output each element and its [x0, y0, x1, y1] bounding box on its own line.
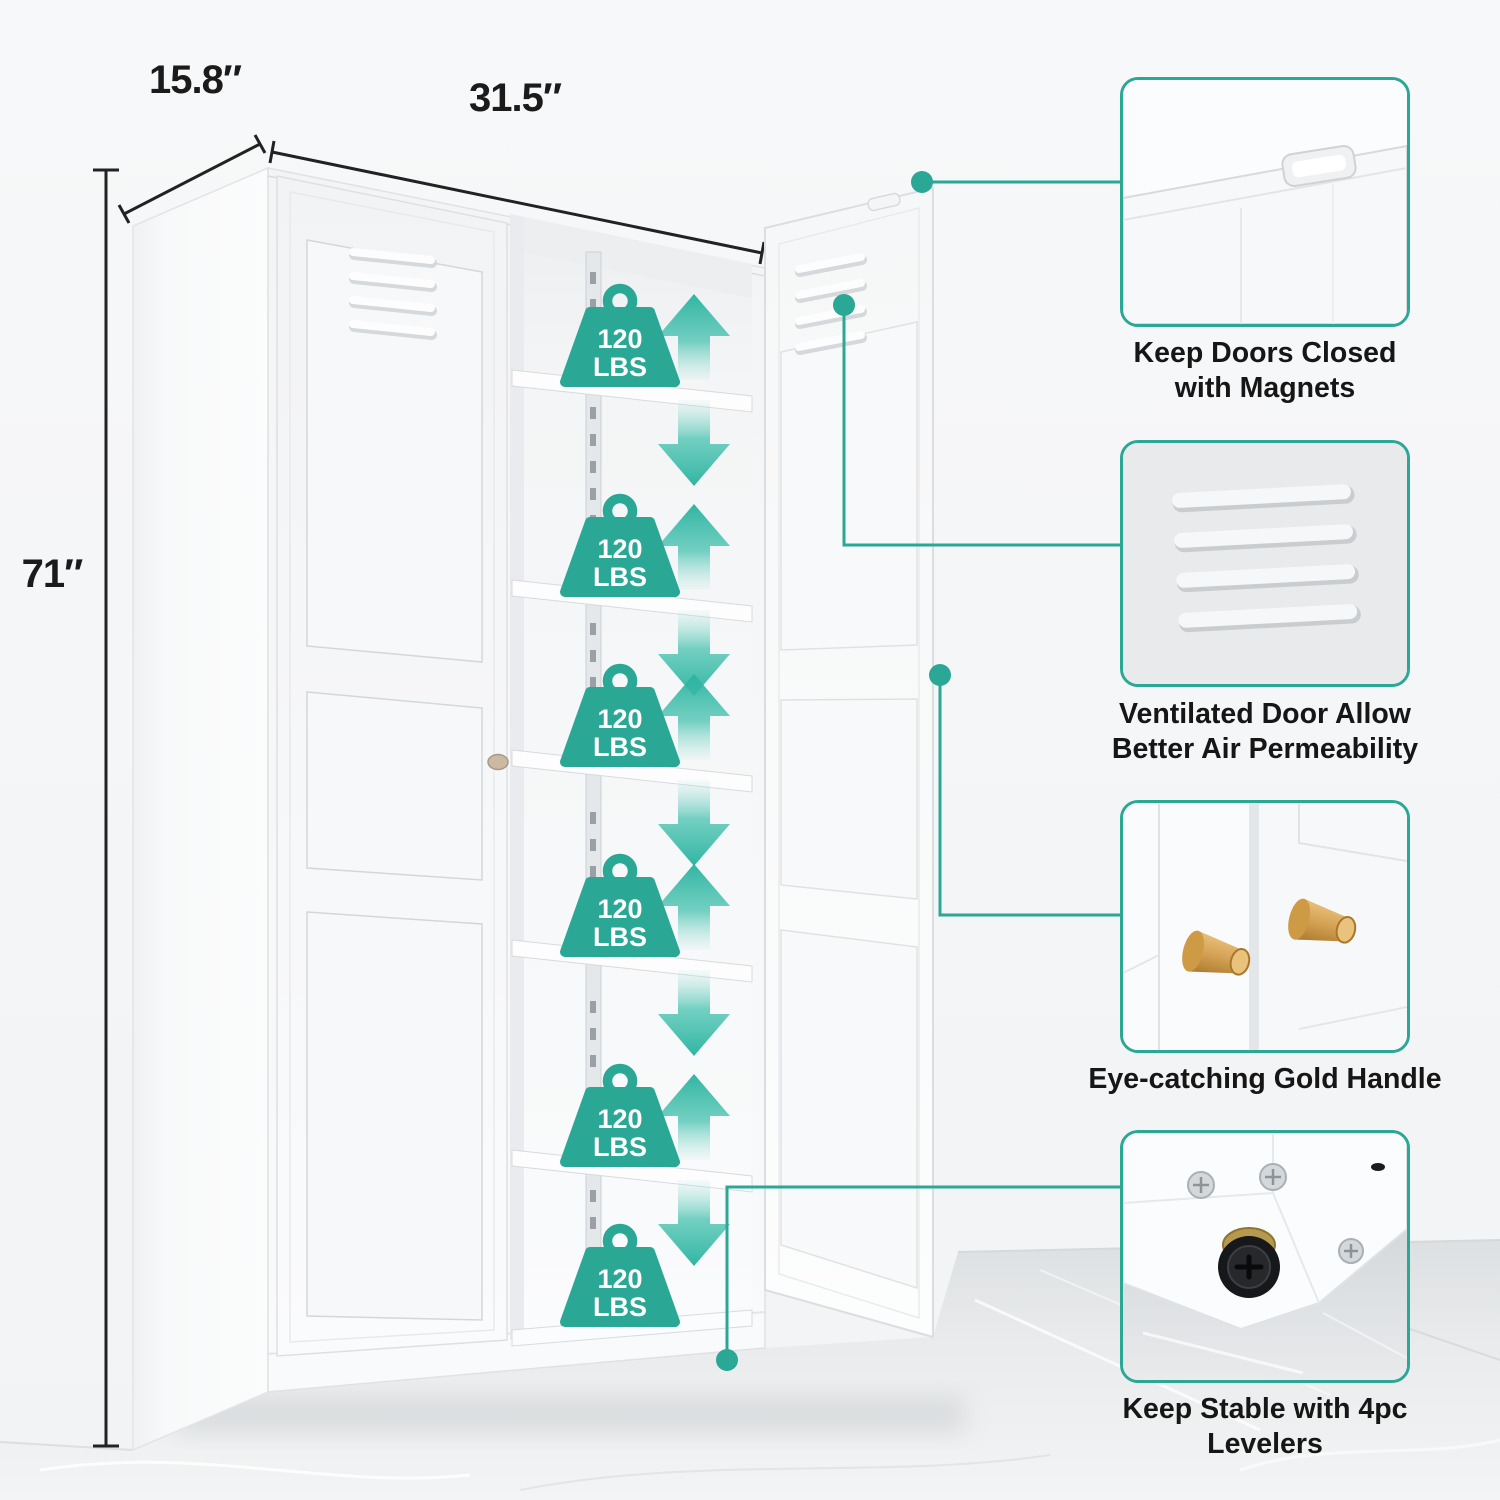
- screw-icon: [1259, 1163, 1287, 1191]
- depth-dimension-label: 15.8″: [148, 58, 242, 102]
- width-dimension-label: 31.5″: [468, 76, 562, 120]
- badge-value: 120: [597, 324, 642, 354]
- door-gap: [1249, 803, 1259, 1050]
- badge-value: 120: [597, 1264, 642, 1294]
- screw-icon: [1338, 1238, 1364, 1264]
- bolt-hole: [1371, 1163, 1385, 1171]
- badge-unit: LBS: [593, 1132, 647, 1162]
- caption-line: Keep Doors Closed: [1133, 337, 1397, 369]
- callout-magnets-caption: Keep Doors Closed with Magnets: [1075, 336, 1455, 406]
- caption-line: Levelers: [1207, 1427, 1323, 1460]
- badge-value: 120: [597, 704, 642, 734]
- badge-unit: LBS: [593, 352, 647, 382]
- callout-magnets: [1120, 77, 1410, 327]
- callout-gold-handle: [1120, 800, 1410, 1053]
- caption-line: Keep Stable with 4pc: [1122, 1393, 1408, 1425]
- handle-detail-image: [1123, 803, 1407, 1050]
- dimension-lines: [93, 134, 766, 1448]
- left-door: [276, 175, 509, 1357]
- weight-badge: 120 LBS: [560, 493, 680, 597]
- caption-line: Ventilated Door Allow: [1119, 698, 1411, 730]
- callout-gold-handle-caption: Eye-catching Gold Handle: [1075, 1062, 1455, 1097]
- door-lock: [487, 753, 509, 771]
- cabinet-shadow: [175, 1396, 965, 1434]
- magnet-icon: [1281, 145, 1357, 187]
- open-door-panels: [780, 321, 918, 1290]
- cabinet-side-panel: [132, 166, 269, 1452]
- badge-unit: LBS: [593, 922, 647, 952]
- vent-detail-image: [1123, 443, 1407, 684]
- depth-dimension-line: [117, 134, 267, 224]
- width-dimension-line: [268, 140, 766, 265]
- callout-levelers-caption: Keep Stable with 4pc Levelers: [1075, 1392, 1455, 1462]
- weight-badge: 120 LBS: [560, 853, 680, 957]
- weight-badges: 120 LBS 120 LBS 120 LBS 120 LBS: [560, 283, 680, 1327]
- leveler-detail-image: [1123, 1133, 1407, 1380]
- weight-badge: 120 LBS: [560, 663, 680, 767]
- left-door-vent-icon: [349, 248, 437, 340]
- callout-ventilation: [1120, 440, 1410, 687]
- open-door: [764, 186, 934, 1339]
- caption-line: with Magnets: [1174, 371, 1356, 404]
- gold-knob-icon: [1182, 930, 1251, 976]
- caption-line: Eye-catching Gold Handle: [1088, 1063, 1442, 1095]
- vent-slats-icon: [1172, 484, 1361, 633]
- badge-value: 120: [597, 894, 642, 924]
- interior-ceiling: [510, 214, 752, 298]
- caption-line: Better Air Permeability: [1111, 732, 1419, 765]
- gold-knob-icon: [1288, 898, 1357, 944]
- weight-badge: 120 LBS: [560, 1223, 680, 1327]
- leveler-foot-icon: [1218, 1227, 1280, 1298]
- weight-badge: 120 LBS: [560, 1063, 680, 1167]
- callout-connectors: [716, 171, 1120, 1371]
- screw-icon: [1187, 1171, 1215, 1199]
- badge-unit: LBS: [593, 1292, 647, 1322]
- left-door-leaf: [1123, 803, 1249, 1050]
- magnet-plate: [867, 192, 901, 212]
- callout-ventilation-caption: Ventilated Door Allow Better Air Permeab…: [1075, 697, 1455, 767]
- callout-levelers: [1120, 1130, 1410, 1383]
- badge-unit: LBS: [593, 732, 647, 762]
- cabinet: [132, 166, 934, 1452]
- left-door-panels: [306, 239, 483, 1321]
- badge-value: 120: [597, 534, 642, 564]
- height-dimension-line: [93, 168, 119, 1448]
- badge-value: 120: [597, 1104, 642, 1134]
- weight-badge: 120 LBS: [560, 283, 680, 387]
- magnet-detail-image: [1123, 80, 1407, 324]
- badge-unit: LBS: [593, 562, 647, 592]
- height-dimension-label: 71″: [21, 552, 84, 596]
